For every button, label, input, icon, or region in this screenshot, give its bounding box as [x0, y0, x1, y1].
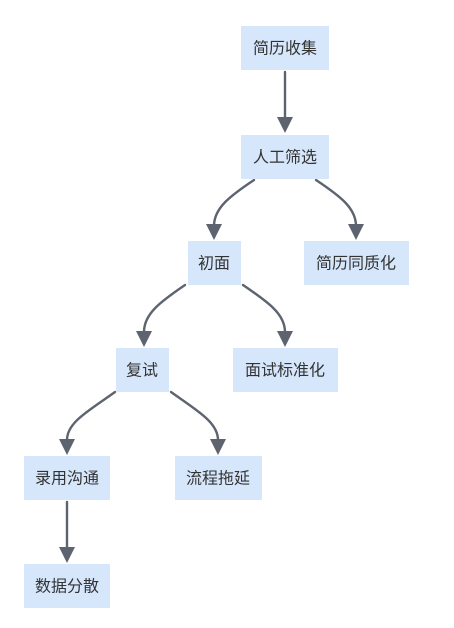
- node-label: 简历同质化: [316, 254, 396, 273]
- edge-hiring-to-data-scattering: [59, 500, 75, 563]
- node-resume-homogenization: 简历同质化: [304, 241, 409, 285]
- arrow-head: [136, 331, 152, 347]
- node-second-interview: 复试: [116, 348, 169, 392]
- node-resume-collection: 简历收集: [241, 26, 329, 70]
- node-label: 录用沟通: [35, 469, 99, 488]
- node-interview-standardization: 面试标准化: [233, 348, 338, 392]
- arrow-head: [277, 117, 293, 133]
- edge-screening-to-first-interview: [206, 178, 256, 240]
- arrow-head: [277, 331, 293, 347]
- arrow-head: [348, 224, 364, 240]
- node-label: 数据分散: [35, 577, 99, 596]
- arrow-head: [59, 439, 75, 455]
- node-process-delay: 流程拖延: [175, 456, 262, 500]
- edges: [59, 70, 364, 563]
- node-first-interview: 初面: [188, 241, 241, 285]
- node-manual-screening: 人工筛选: [241, 135, 329, 179]
- edge-screening-to-homogenization: [314, 178, 364, 240]
- node-label: 面试标准化: [245, 361, 325, 380]
- node-label: 复试: [126, 361, 158, 380]
- node-label: 简历收集: [253, 39, 317, 58]
- node-data-scattering: 数据分散: [24, 564, 110, 608]
- edge-second-interview-to-hiring: [59, 390, 117, 455]
- arrow-head: [206, 224, 222, 240]
- edge-collection-to-screening: [277, 70, 293, 133]
- node-label: 初面: [198, 254, 230, 273]
- nodes: 简历收集 人工筛选 初面 简历同质化 复试 面试标准化 录用沟通: [24, 26, 409, 608]
- edge-first-to-second-interview: [136, 283, 187, 347]
- arrow-head: [210, 439, 226, 455]
- node-hiring-communication: 录用沟通: [24, 456, 110, 500]
- edge-second-interview-to-delay: [169, 390, 226, 455]
- node-label: 人工筛选: [253, 148, 317, 167]
- arrow-head: [59, 547, 75, 563]
- node-label: 流程拖延: [186, 469, 250, 488]
- edge-first-interview-to-standardization: [241, 283, 293, 347]
